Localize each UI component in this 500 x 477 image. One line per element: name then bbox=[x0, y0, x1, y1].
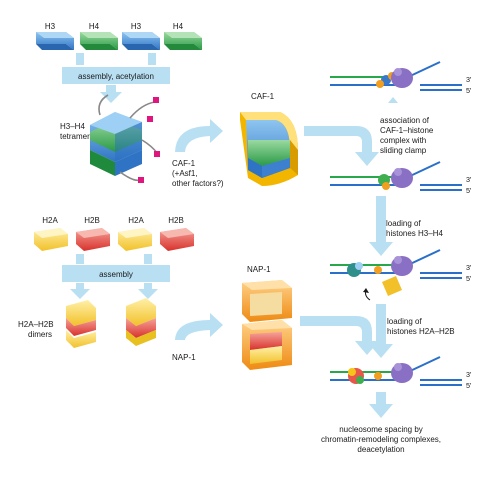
arrow-fork3-down bbox=[369, 304, 393, 358]
histone-block-h3-2: H3 bbox=[122, 22, 160, 50]
histone-block-h2b-1: H2B bbox=[76, 216, 110, 251]
dimer-label-1: H2A–H2B bbox=[18, 320, 54, 329]
svg-text:H2B: H2B bbox=[84, 216, 100, 225]
svg-text:loading of: loading of bbox=[386, 219, 421, 228]
svg-text:5': 5' bbox=[466, 274, 472, 283]
curved-arrow-nap1 bbox=[175, 313, 223, 340]
acetyl-tag bbox=[153, 97, 159, 103]
top-merge-arrows bbox=[76, 53, 156, 65]
replication-fork-1: 3' 5' bbox=[330, 61, 472, 103]
arrow-fork2-down bbox=[369, 196, 393, 256]
svg-text:3': 3' bbox=[466, 263, 472, 272]
histone-block-h3-1: H3 bbox=[36, 22, 74, 50]
svg-text:histones H3–H4: histones H3–H4 bbox=[386, 229, 443, 238]
svg-text:H3: H3 bbox=[45, 22, 56, 31]
svg-text:chromatin-remodeling complexes: chromatin-remodeling complexes, bbox=[321, 435, 441, 444]
nap1-complex-label: NAP-1 bbox=[247, 265, 271, 274]
h3-h4-tetramer bbox=[90, 94, 160, 183]
replication-fork-4: 3' 5' bbox=[330, 356, 472, 390]
caf1-chaperone-label: CAF-1 bbox=[172, 159, 196, 168]
svg-text:complex with: complex with bbox=[380, 136, 426, 145]
svg-text:H3: H3 bbox=[131, 22, 142, 31]
tetramer-label-1: H3–H4 bbox=[60, 122, 85, 131]
arrow-caf1-to-fork bbox=[304, 126, 379, 166]
svg-text:H2B: H2B bbox=[168, 216, 184, 225]
step-label-2: loading of histones H3–H4 bbox=[386, 219, 443, 238]
svg-text:assembly: assembly bbox=[99, 270, 133, 279]
h2a-h2b-dimer-right bbox=[126, 298, 156, 346]
svg-text:H2A: H2A bbox=[42, 216, 58, 225]
svg-text:deacetylation: deacetylation bbox=[357, 445, 404, 454]
histone-block-h2a-1: H2A bbox=[34, 216, 68, 251]
caf1-histone-complex bbox=[240, 112, 298, 186]
histone-block-h2b-2: H2B bbox=[160, 216, 194, 251]
histone-block-h2a-2: H2A bbox=[118, 216, 152, 251]
assembly-acetylation-box: assembly, acetylation bbox=[62, 67, 170, 84]
h2a-h2b-dimer-left bbox=[66, 300, 96, 348]
step-label-3: loading of histones H2A–H2B bbox=[387, 317, 455, 336]
h2a-h2b-histone-row: H2A H2B H2A H2B bbox=[34, 216, 194, 251]
nap1-complex-upper bbox=[242, 280, 292, 322]
svg-text:H2A: H2A bbox=[128, 216, 144, 225]
svg-text:H4: H4 bbox=[173, 22, 184, 31]
histone-block-h4-2: H4 bbox=[164, 22, 202, 50]
caf1-chaperone-label-3: other factors?) bbox=[172, 179, 224, 188]
assembly-box: assembly bbox=[62, 265, 170, 282]
nap1-complex-lower bbox=[242, 320, 292, 370]
acetyl-tag bbox=[138, 177, 144, 183]
down-arrow-dimer-left bbox=[70, 283, 90, 299]
step-label-1: association of CAF-1–histone complex wit… bbox=[380, 116, 434, 155]
down-arrow-dimer-right bbox=[138, 283, 158, 299]
curved-arrow-caf1 bbox=[175, 119, 223, 152]
svg-text:5': 5' bbox=[466, 381, 472, 390]
svg-text:histones H2A–H2B: histones H2A–H2B bbox=[387, 327, 455, 336]
svg-text:5': 5' bbox=[466, 86, 472, 95]
acetyl-tag bbox=[147, 116, 153, 122]
svg-text:5': 5' bbox=[466, 186, 472, 195]
histone-block-h4-1: H4 bbox=[80, 22, 118, 50]
dimer-label-2: dimers bbox=[28, 330, 52, 339]
svg-text:loading of: loading of bbox=[387, 317, 422, 326]
down-arrow-to-tetramer bbox=[100, 85, 122, 103]
step-label-4: nucleosome spacing by chromatin-remodeli… bbox=[321, 425, 441, 454]
svg-text:CAF-1–histone: CAF-1–histone bbox=[380, 126, 434, 135]
caf1-complex-label: CAF-1 bbox=[251, 92, 275, 101]
svg-text:nucleosome spacing by: nucleosome spacing by bbox=[339, 425, 423, 434]
svg-text:sliding clamp: sliding clamp bbox=[380, 146, 427, 155]
caf1-chaperone-label-2: (+Asf1, bbox=[172, 169, 198, 178]
svg-text:assembly, acetylation: assembly, acetylation bbox=[78, 72, 154, 81]
nap1-chaperone-label: NAP-1 bbox=[172, 353, 196, 362]
replication-fork-3: 3' 5' bbox=[330, 249, 472, 301]
arrow-nap1-to-fork bbox=[300, 316, 379, 355]
svg-text:H4: H4 bbox=[89, 22, 100, 31]
h3-h4-histone-row: H3 H4 H3 H4 bbox=[36, 22, 202, 50]
svg-text:3': 3' bbox=[466, 370, 472, 379]
bottom-merge-arrows bbox=[76, 254, 152, 264]
svg-text:association of: association of bbox=[380, 116, 430, 125]
svg-text:3': 3' bbox=[466, 175, 472, 184]
svg-text:3': 3' bbox=[466, 75, 472, 84]
acetyl-tag bbox=[154, 151, 160, 157]
tetramer-label-2: tetramer bbox=[60, 132, 90, 141]
arrow-fork4-down bbox=[369, 392, 393, 418]
replication-fork-2: 3' 5' bbox=[330, 161, 472, 195]
